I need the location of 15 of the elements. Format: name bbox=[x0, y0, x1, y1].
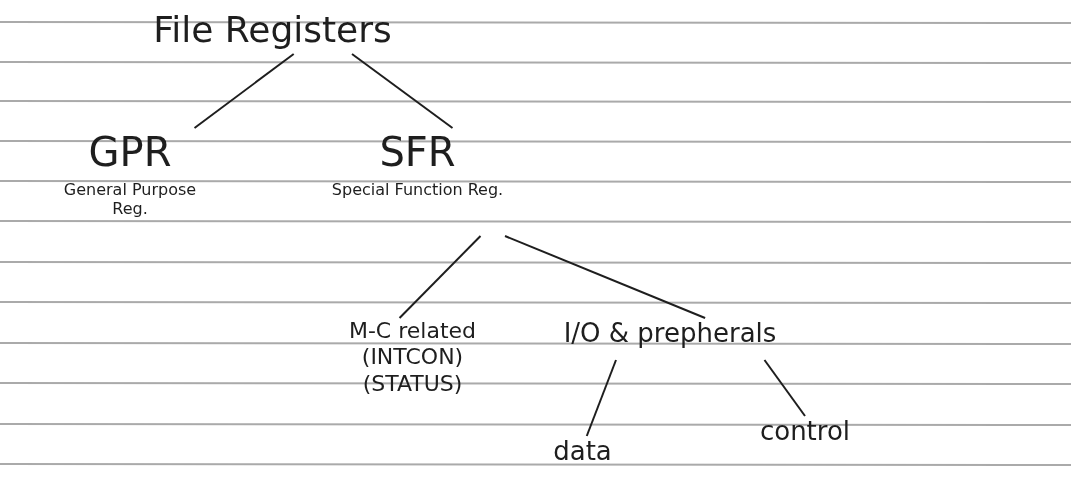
node-label: control bbox=[758, 416, 852, 448]
connector-line bbox=[763, 359, 806, 417]
node-label: I/O & prepherals bbox=[562, 318, 778, 350]
subtitle-text: Special Function Reg. bbox=[330, 180, 505, 200]
node-label: File Registers bbox=[152, 8, 393, 52]
connector-line bbox=[585, 359, 617, 437]
title-text: SFR bbox=[378, 128, 457, 176]
node-label: M-C related (INTCON) (STATUS) bbox=[347, 318, 478, 398]
connector-line bbox=[504, 235, 707, 319]
connector-line bbox=[193, 53, 295, 129]
connector-line bbox=[351, 53, 454, 129]
connector-line bbox=[398, 235, 482, 319]
subtitle-text: General Purpose Reg. bbox=[62, 180, 198, 219]
node-label: data bbox=[552, 436, 613, 468]
title-text: GPR bbox=[87, 128, 173, 176]
